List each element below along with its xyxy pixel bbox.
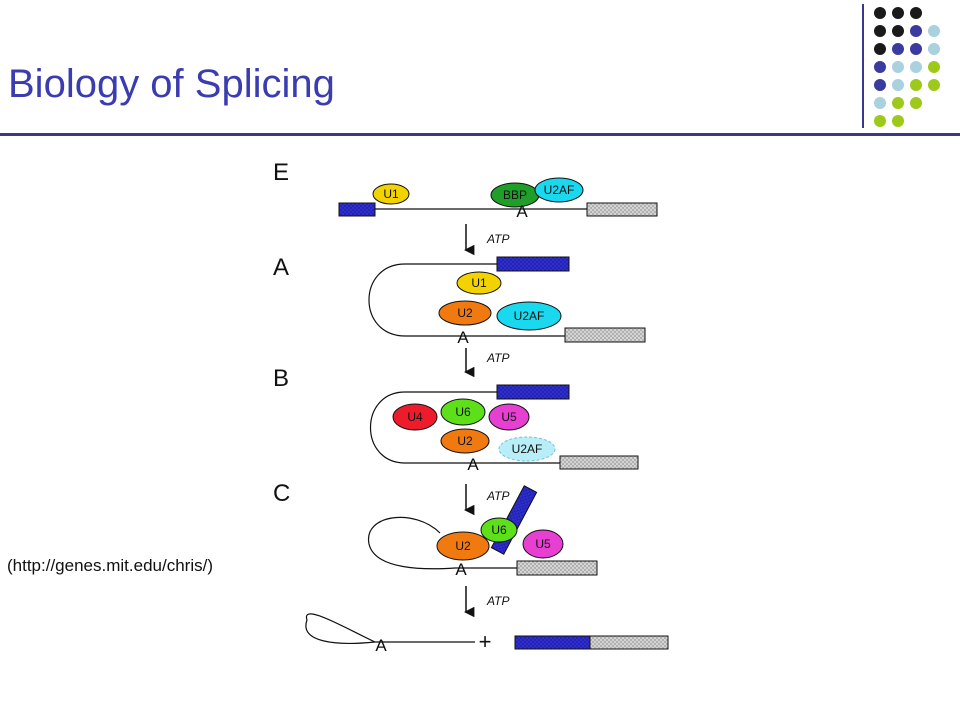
decorative-dot (874, 43, 886, 55)
exon-5prime-a (496, 256, 570, 272)
intron-loop-b (370, 391, 560, 464)
decorative-dot (910, 97, 922, 109)
decorative-dot (928, 43, 940, 55)
snrnp-u5-c-label: U5 (535, 537, 551, 551)
snrnp-bbp-e: BBP (490, 182, 540, 208)
stage-label-c: C (273, 480, 290, 507)
branch-point-a: A (457, 328, 469, 347)
atp-label-2: ATP (486, 351, 509, 365)
decorative-dot (892, 115, 904, 127)
decorative-dot (910, 7, 922, 19)
branch-point-b: A (467, 455, 479, 474)
exon-5prime-e (338, 202, 376, 217)
exon-3prime-b (559, 455, 639, 470)
decorative-dot (892, 43, 904, 55)
spliced-exon-3prime (589, 635, 669, 650)
snrnp-u5-b-label: U5 (501, 410, 517, 424)
decorative-dot (928, 25, 940, 37)
snrnp-u1-a: U1 (456, 271, 502, 295)
decorative-dot (892, 79, 904, 91)
atp-label-3: ATP (486, 489, 509, 503)
intron-loop-a (368, 263, 565, 337)
exon-3prime-c (516, 560, 598, 576)
decorative-dot (910, 43, 922, 55)
decorative-dot (874, 79, 886, 91)
decorative-dot (910, 61, 922, 73)
decorative-dot-grid (862, 4, 940, 128)
decorative-dot (892, 7, 904, 19)
dot-grid-dots (874, 7, 940, 127)
decorative-dot (892, 61, 904, 73)
branch-point-c: A (455, 560, 467, 579)
snrnp-u2-c: U2 (436, 531, 490, 561)
decorative-dot (928, 61, 940, 73)
decorative-dot (928, 79, 940, 91)
decorative-dot (874, 115, 886, 127)
lariat-product (305, 613, 475, 644)
stage-label-b: B (273, 365, 289, 392)
intron-loop-c (368, 516, 517, 570)
snrnp-u2-b-label: U2 (457, 434, 473, 448)
atp-label-4: ATP (486, 594, 509, 608)
snrnp-u2af-e-label: U2AF (544, 183, 575, 197)
snrnp-u6-c-label: U6 (491, 523, 507, 537)
snrnp-u2af-b-label: U2AF (512, 442, 543, 456)
snrnp-u2-a: U2 (438, 300, 492, 326)
snrnp-u2af-a: U2AF (496, 301, 562, 331)
decorative-dot (910, 79, 922, 91)
snrnp-u5-c: U5 (522, 529, 564, 559)
title-divider (0, 133, 960, 136)
decorative-dot (892, 97, 904, 109)
decorative-dot (874, 97, 886, 109)
branch-point-lariat: A (375, 636, 387, 655)
plus-sign: + (479, 629, 492, 654)
decorative-dot (874, 25, 886, 37)
exon-3prime-a (564, 327, 646, 343)
snrnp-u6-b: U6 (440, 398, 486, 426)
decorative-dot (874, 61, 886, 73)
snrnp-u5-b: U5 (488, 403, 530, 431)
snrnp-u2af-e: U2AF (534, 177, 584, 203)
snrnp-u2-a-label: U2 (457, 306, 473, 320)
branch-point-e: A (516, 202, 528, 221)
snrnp-u1-a-label: U1 (471, 276, 487, 290)
snrnp-u4-b-label: U4 (407, 410, 423, 424)
snrnp-u1-e: U1 (372, 183, 410, 205)
decorative-dot (874, 7, 886, 19)
splicing-diagram: E U1 BBP U2AF A ATP A U1 U2 U2AF A ATP B (273, 159, 669, 655)
snrnp-u1-e-label: U1 (383, 187, 399, 201)
snrnp-u4-b: U4 (392, 403, 438, 431)
atp-label-1: ATP (486, 232, 509, 246)
slide-title: Biology of Splicing (8, 62, 335, 106)
stage-label-a: A (273, 254, 289, 281)
spliced-exon-5prime (514, 635, 591, 650)
snrnp-u2af-a-label: U2AF (514, 309, 545, 323)
exon-3prime-e (586, 202, 658, 217)
snrnp-u6-b-label: U6 (455, 405, 471, 419)
snrnp-u2-c-label: U2 (455, 539, 471, 553)
snrnp-u2-b: U2 (440, 428, 490, 454)
stage-label-e: E (273, 159, 289, 186)
snrnp-bbp-e-label: BBP (503, 188, 527, 202)
citation-url: (http://genes.mit.edu/chris/) (7, 556, 213, 575)
snrnp-u6-c: U6 (480, 517, 518, 543)
decorative-dot (910, 25, 922, 37)
snrnp-u2af-b-faded: U2AF (498, 436, 556, 462)
decorative-dot (892, 25, 904, 37)
exon-5prime-b (496, 384, 570, 400)
